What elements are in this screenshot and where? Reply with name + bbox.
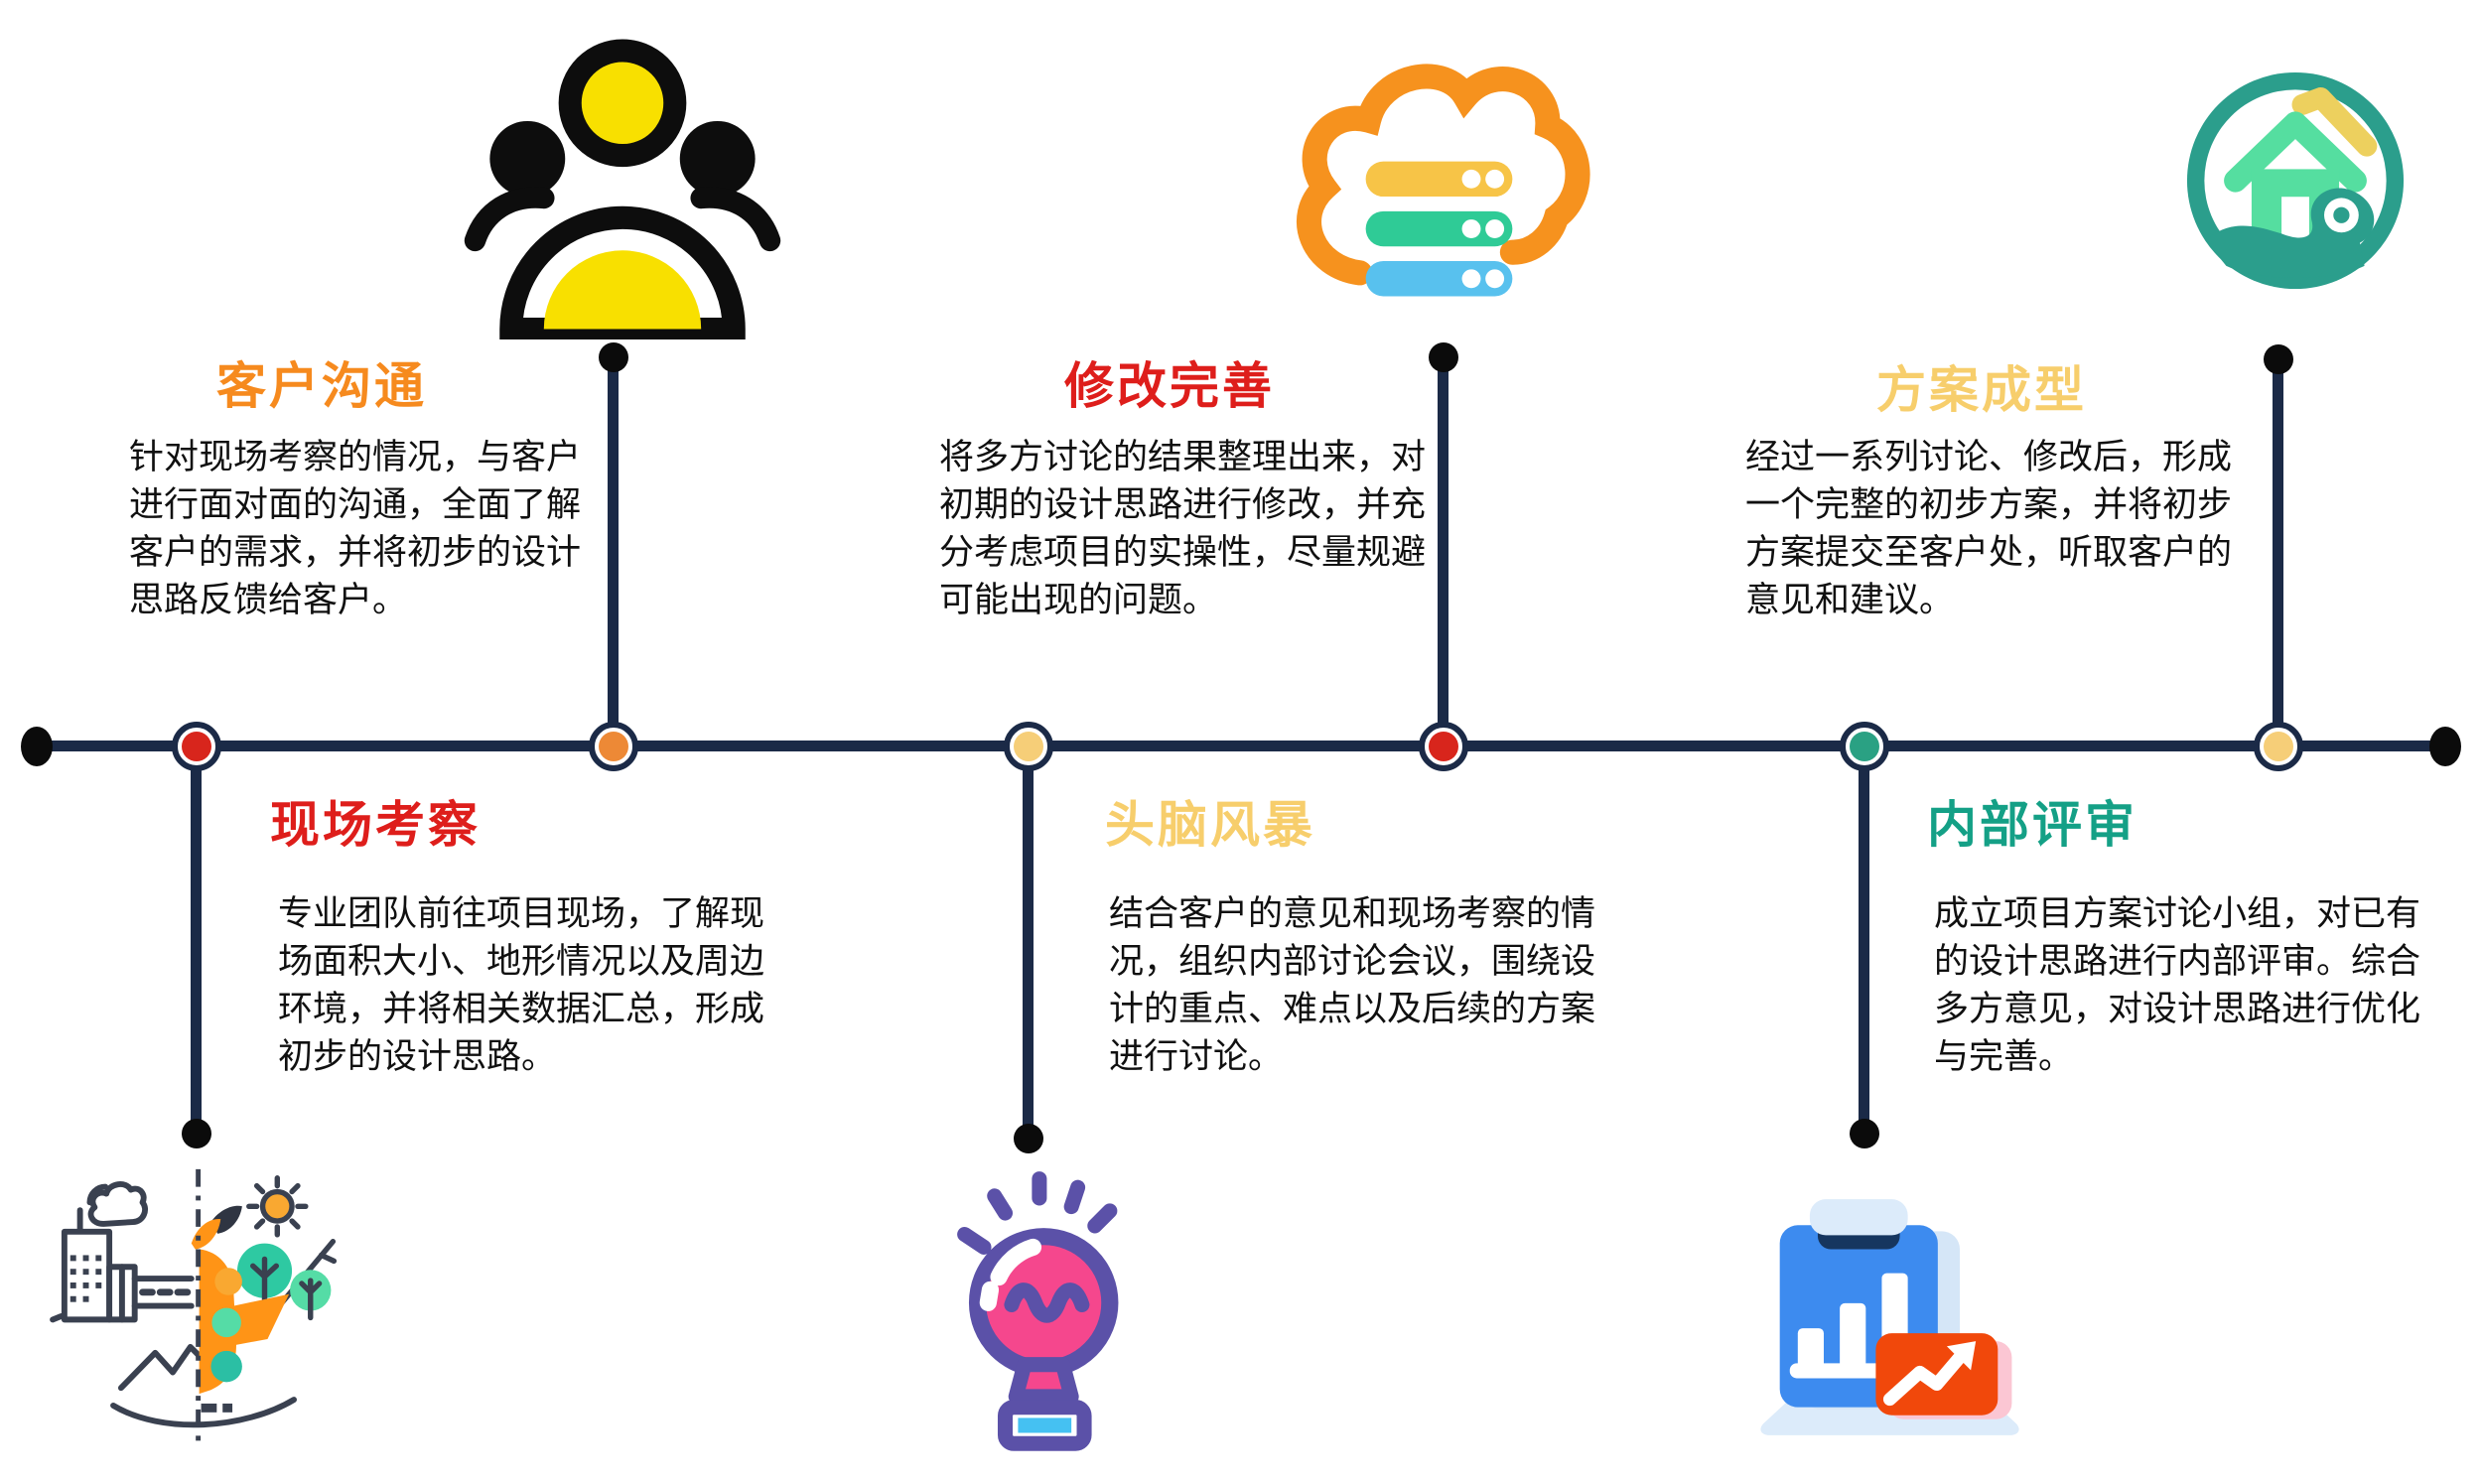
connector-brainstorm: [1023, 746, 1034, 1136]
timeline-node-brainstorm: [1004, 722, 1053, 771]
timeline-node-plan-formed: [2254, 722, 2303, 771]
connector-plan-formed: [2273, 357, 2283, 746]
connector-internal-review: [1859, 746, 1869, 1136]
timeline-node-internal-review: [1840, 722, 1889, 771]
timeline-node-site-survey: [172, 722, 221, 771]
branch-dot-plan-formed: [2264, 344, 2293, 374]
timeline-left-end-dot: [21, 727, 53, 766]
people-group-icon: [464, 39, 781, 339]
stage-description-customer-communication: 针对现场考察的情况，与客户进行面对面的沟通，全面了解客户的需求，并将初步的设计思…: [129, 438, 582, 619]
stage-title-brainstorm: 头脑风暴: [1105, 797, 1315, 853]
lightbulb-icon: [957, 1171, 1119, 1451]
stage-description-revise-improve: 将多方讨论的结果整理出来，对初期的设计思路进行修改，并充分考虑项目的实操性，尽量…: [939, 438, 1427, 619]
stage-title-internal-review: 内部评审: [1927, 797, 2137, 853]
branch-dot-brainstorm: [1014, 1124, 1043, 1153]
timeline-node-revise-improve: [1419, 722, 1468, 771]
connector-revise-improve: [1438, 357, 1448, 746]
house-circle-icon: [2186, 71, 2405, 290]
branch-dot-revise-improve: [1429, 342, 1458, 372]
node-dot: [1850, 732, 1879, 761]
node-dot: [1014, 732, 1043, 761]
stage-description-plan-formed: 经过一系列讨论、修改后，形成一个完整的初步方案，并将初步方案提交至客户处，听取客…: [1745, 438, 2233, 619]
stage-title-revise-improve: 修改完善: [1064, 358, 1275, 414]
clipboard-chart-icon: [1760, 1199, 2019, 1435]
timeline-right-end-dot: [2429, 727, 2461, 766]
branch-dot-internal-review: [1850, 1119, 1879, 1148]
node-dot: [182, 732, 211, 761]
timeline-line: [37, 741, 2445, 751]
connector-site-survey: [191, 746, 202, 1136]
timeline-node-customer-communication: [589, 722, 638, 771]
stage-title-site-survey: 现场考察: [270, 797, 481, 853]
stage-description-brainstorm: 结合客户的意见和现场考察的情况，组织内部讨论会议，围绕设计的重点、难点以及后续的…: [1109, 894, 1596, 1076]
stage-description-internal-review: 成立项目方案讨论小组，对已有的设计思路进行内部评审。综合多方意见，对设计思路进行…: [1934, 894, 2421, 1076]
connector-customer-communication: [608, 357, 619, 746]
node-dot: [599, 732, 628, 761]
stage-title-customer-communication: 客户沟通: [216, 358, 427, 414]
branch-dot-customer-communication: [599, 342, 628, 372]
node-dot: [1429, 732, 1458, 761]
stage-title-plan-formed: 方案成型: [1876, 362, 2087, 418]
site-survey-icon: [50, 1168, 338, 1447]
stage-description-site-survey: 专业团队前往项目现场，了解现场面积大小、地形情况以及周边环境，并将相关数据汇总，…: [278, 894, 765, 1076]
branch-dot-site-survey: [182, 1119, 211, 1148]
cloud-server-icon: [1297, 64, 1590, 297]
node-dot: [2264, 732, 2293, 761]
